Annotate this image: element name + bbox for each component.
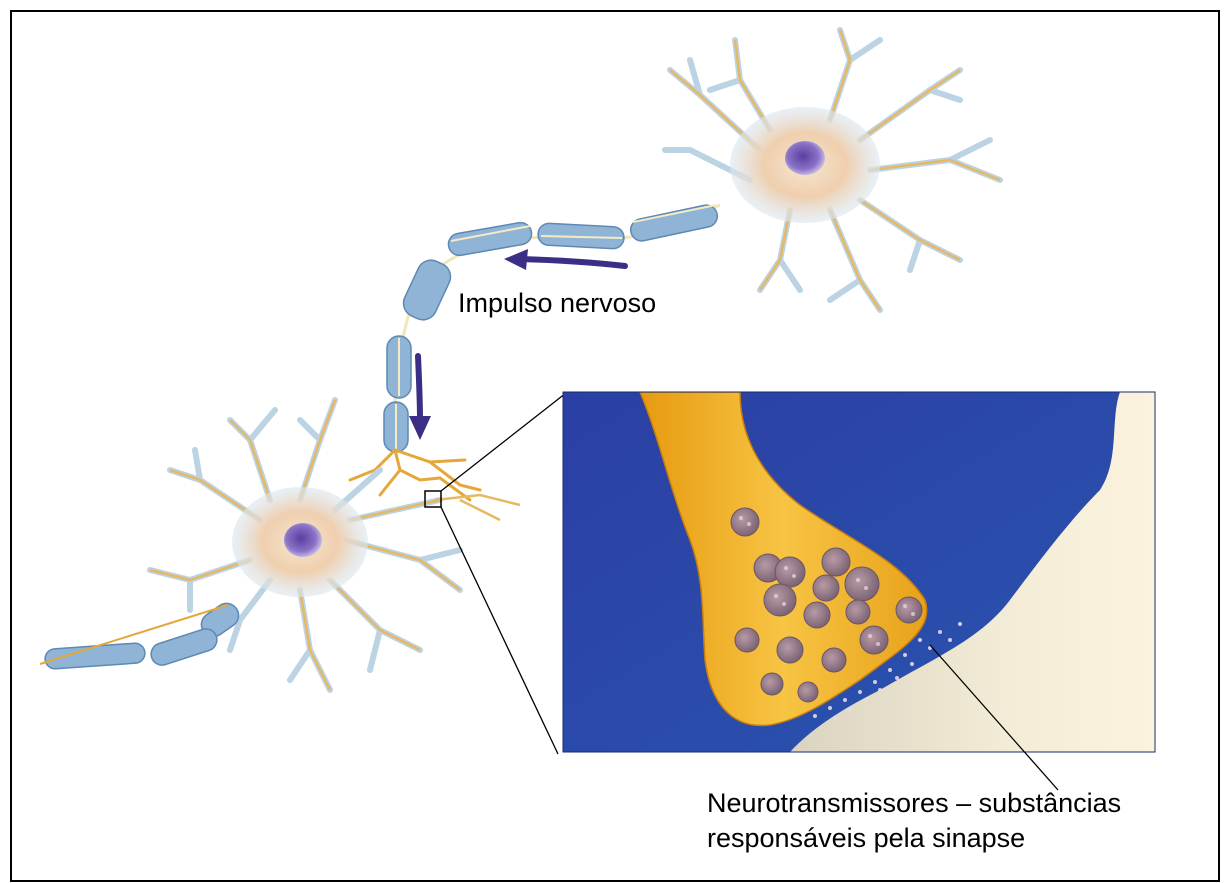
synapse-inset (563, 392, 1155, 752)
impulse-label: Impulso nervoso (458, 286, 656, 321)
neurotransmitter-label-line2: responsáveis pela sinapse (707, 821, 1121, 856)
arrow-left-icon (504, 249, 625, 270)
upper-neuron (665, 30, 1000, 310)
neurotransmitter-label-line1: Neurotransmissores – substâncias (707, 786, 1121, 821)
lower-neuron (40, 400, 520, 690)
zoom-connector-lines (441, 393, 566, 754)
neurotransmitter-label: Neurotransmissores – substâncias respons… (707, 786, 1121, 856)
arrow-down-icon (409, 356, 431, 440)
